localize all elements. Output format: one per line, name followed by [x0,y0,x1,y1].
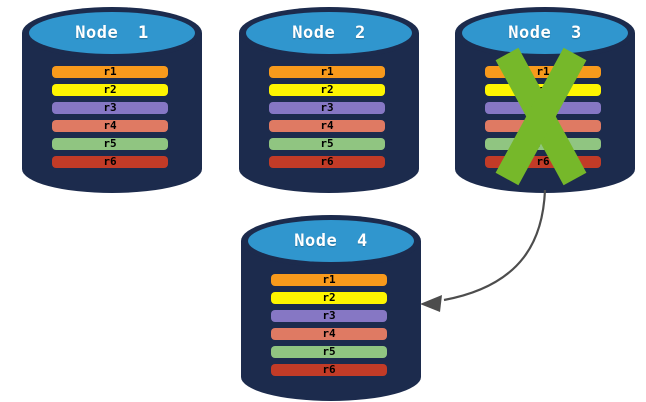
node-1-replica-r4-label: r4 [103,119,117,132]
node-1-replica-r6: r6 [52,156,168,168]
node-4-cylinder-top-rim: Node 4 [241,215,421,267]
node-4-replica-r6: r6 [271,364,387,376]
node-4-replica-r1: r1 [271,274,387,286]
node-4-replica-r5: r5 [271,346,387,358]
node-4-replica-list: r1 r2 r3 r4 r5 r6 [271,274,387,382]
node-2-replica-r6: r6 [269,156,385,168]
node-1-replica-r2-label: r2 [103,83,117,96]
node-4-replica-r4: r4 [271,328,387,340]
node-1-replica-list: r1 r2 r3 r4 r5 r6 [52,66,168,174]
node-1-replica-r2: r2 [52,84,168,96]
node-1-title: Node 1 [75,23,149,43]
node-2-replica-r1: r1 [269,66,385,78]
node-1-replica-r3: r3 [52,102,168,114]
node-2-replica-r4: r4 [269,120,385,132]
node-2-replica-r2: r2 [269,84,385,96]
node-4-replica-r2: r2 [271,292,387,304]
failover-arrowhead-icon [420,295,442,312]
node-1-replica-r5-label: r5 [103,137,117,150]
node-2-cylinder-top-rim: Node 2 [239,7,419,59]
node-2-title: Node 2 [292,23,366,43]
node-1-replica-r1-label: r1 [103,65,117,78]
node-2-replica-r3: r3 [269,102,385,114]
node-2-replica-r4-label: r4 [320,119,334,132]
node-1-replica-r6-label: r6 [103,155,117,168]
node-2: Node 2 r1 r2 r3 r4 r5 r6 [239,7,419,193]
node-3-cylinder-top-rim: Node 3 [455,7,635,59]
node-3-title: Node 3 [508,23,582,43]
node-2-replica-list: r1 r2 r3 r4 r5 r6 [269,66,385,174]
node-4-replica-r3-label: r3 [322,309,336,322]
node-1-replica-r3-label: r3 [103,101,117,114]
node-3: Node 3 r1 r2 r3 r4 r5 r6 [455,7,635,193]
node-1-replica-r1: r1 [52,66,168,78]
failover-arrow [420,189,547,312]
node-3-replica-r1-label: r1 [536,65,550,78]
node-1: Node 1 r1 r2 r3 r4 r5 r6 [22,7,202,193]
node-2-cylinder-top-face: Node 2 [246,12,412,54]
node-4-title: Node 4 [294,231,368,251]
node-4-replica-r3: r3 [271,310,387,322]
node-4-replica-r1-label: r1 [322,273,336,286]
node-4: Node 4 r1 r2 r3 r4 r5 r6 [241,215,421,401]
node-2-replica-r5: r5 [269,138,385,150]
node-4-replica-r5-label: r5 [322,345,336,358]
node-4-replica-r2-label: r2 [322,291,336,304]
node-4-replica-r6-label: r6 [322,363,336,376]
node-1-replica-r4: r4 [52,120,168,132]
node-3-cylinder-top-face: Node 3 [462,12,628,54]
failure-x-icon [495,47,587,186]
node-2-replica-r5-label: r5 [320,137,334,150]
node-2-replica-r3-label: r3 [320,101,334,114]
node-3-replica-r6-label: r6 [536,155,550,168]
node-2-replica-r1-label: r1 [320,65,334,78]
node-1-replica-r5: r5 [52,138,168,150]
node-4-replica-r4-label: r4 [322,327,336,340]
node-1-cylinder-top-face: Node 1 [29,12,195,54]
failover-arrow-line [443,189,547,302]
node-2-replica-r2-label: r2 [320,83,334,96]
node-1-cylinder-top-rim: Node 1 [22,7,202,59]
node-4-cylinder-top-face: Node 4 [248,220,414,262]
node-2-replica-r6-label: r6 [320,155,334,168]
